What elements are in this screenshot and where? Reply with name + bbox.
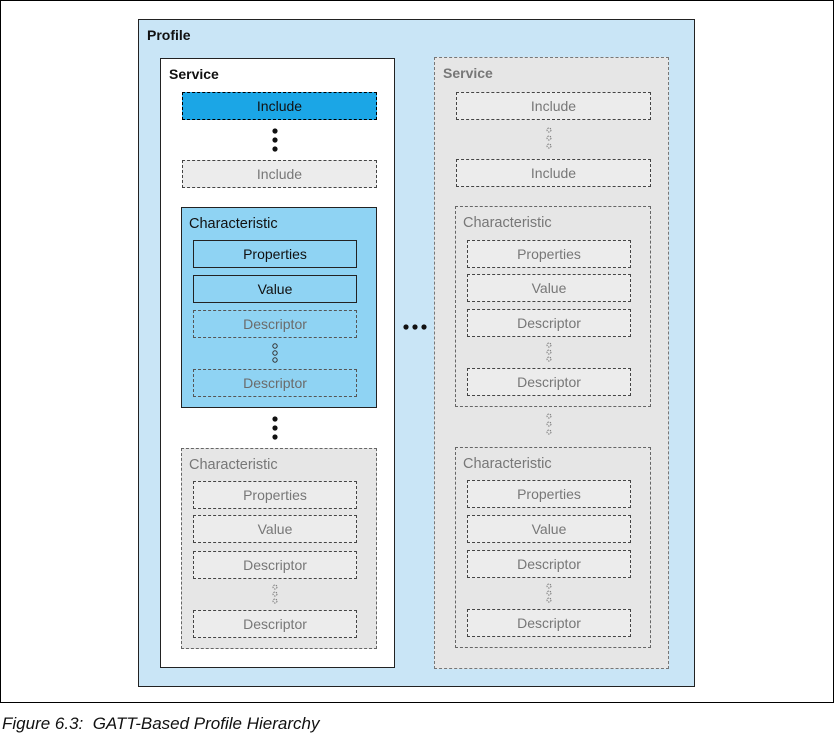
descriptor-box: Descriptor (193, 610, 357, 638)
descriptor-box: Descriptor (193, 310, 357, 338)
service-right-label: Service (443, 65, 493, 81)
properties-box: Properties (467, 480, 631, 508)
descriptor-box: Descriptor (467, 368, 631, 396)
characteristic-title: Characteristic (189, 457, 278, 473)
value-box: Value (193, 515, 357, 543)
value-box: Value (467, 515, 631, 543)
descriptor-box: Descriptor (467, 609, 631, 637)
characteristic-title: Characteristic (463, 215, 552, 231)
characteristic-title: Characteristic (189, 216, 278, 232)
descriptor-box: Descriptor (193, 369, 357, 397)
properties-box: Properties (193, 240, 357, 268)
include-ghost-box: Include (182, 160, 377, 188)
vertical-ellipsis-icon (546, 127, 552, 149)
vertical-ellipsis-icon (272, 343, 278, 363)
vertical-ellipsis-icon (272, 584, 278, 604)
include-ghost-box: Include (456, 92, 651, 120)
vertical-ellipsis-icon (546, 342, 552, 362)
value-box: Value (193, 275, 357, 303)
include-active-box: Include (182, 92, 377, 120)
include-ghost-box: Include (456, 159, 651, 187)
vertical-ellipsis-icon (546, 583, 552, 603)
service-left-label: Service (169, 66, 219, 82)
characteristic-title: Characteristic (463, 456, 552, 472)
descriptor-box: Descriptor (193, 551, 357, 579)
descriptor-box: Descriptor (467, 550, 631, 578)
properties-box: Properties (467, 240, 631, 268)
descriptor-box: Descriptor (467, 309, 631, 337)
properties-box: Properties (193, 481, 357, 509)
vertical-ellipsis-icon (272, 416, 278, 440)
vertical-ellipsis-icon (546, 413, 552, 435)
value-box: Value (467, 274, 631, 302)
figure-caption: Figure 6.3: GATT-Based Profile Hierarchy (2, 714, 320, 733)
vertical-ellipsis-icon (272, 128, 278, 152)
horizontal-ellipsis-icon (403, 324, 427, 330)
profile-label: Profile (147, 27, 191, 43)
